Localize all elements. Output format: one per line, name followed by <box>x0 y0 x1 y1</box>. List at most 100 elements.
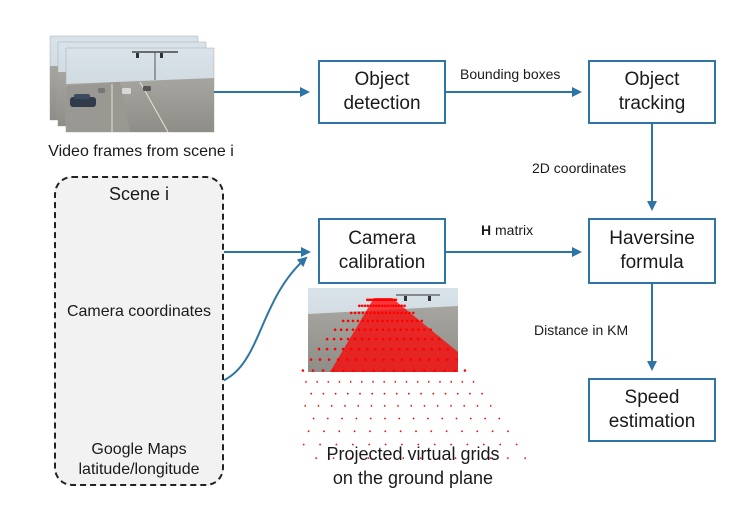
grid-point <box>361 311 365 315</box>
grid-point <box>408 392 410 395</box>
grid-point <box>366 304 370 308</box>
grid-point <box>417 328 420 332</box>
grid-point <box>484 417 486 420</box>
grid-point <box>392 298 396 302</box>
grid-point <box>416 337 420 341</box>
grid-point <box>315 457 318 459</box>
grid-point <box>375 328 379 332</box>
grid-point <box>461 381 464 383</box>
grid-point <box>346 337 350 341</box>
grid-point <box>382 347 385 351</box>
camera-calibration-box: Camera calibration <box>318 218 446 284</box>
grid-point <box>455 358 458 361</box>
grid-point <box>363 328 367 332</box>
grid-point <box>371 298 375 302</box>
grid-point <box>357 328 361 332</box>
grid-point <box>427 381 430 383</box>
grid-point <box>376 298 380 302</box>
grid-point <box>360 381 363 383</box>
grid-point <box>437 457 439 459</box>
grid-point <box>338 381 341 383</box>
grid-point <box>400 311 403 315</box>
grid-point <box>339 337 343 341</box>
grid-point <box>344 405 346 407</box>
grid-point <box>445 430 448 433</box>
grid-point <box>372 381 374 383</box>
grid-point <box>356 319 360 323</box>
grid-point <box>323 430 325 433</box>
grid-point <box>351 443 354 446</box>
grid-point <box>489 457 492 459</box>
grid-point <box>321 369 325 372</box>
grid-point <box>415 430 417 433</box>
grid-point <box>414 347 417 351</box>
grid-point <box>524 457 527 459</box>
grid-point <box>360 337 364 341</box>
grid-point <box>395 392 398 395</box>
grid-point <box>357 405 360 407</box>
grid-point <box>420 392 422 395</box>
grid-point <box>369 328 373 332</box>
grid-point <box>398 417 401 420</box>
grid-point <box>367 298 371 302</box>
grid-point <box>389 304 392 308</box>
grid-point <box>400 358 404 361</box>
grid-point <box>396 319 399 323</box>
grid-point <box>364 358 367 361</box>
grid-point <box>373 311 376 315</box>
grid-point <box>351 319 355 323</box>
grid-point <box>371 392 374 395</box>
grid-point <box>472 457 474 459</box>
grid-point <box>381 328 385 332</box>
grid-point <box>427 358 431 361</box>
grid-point <box>499 443 502 446</box>
grid-dense-region <box>330 298 458 372</box>
grid-point <box>506 457 509 459</box>
grid-point <box>403 304 406 308</box>
arrow-map-to-calibration <box>213 256 308 385</box>
grid-point <box>433 369 436 372</box>
grid-point <box>322 392 325 395</box>
grid-point <box>311 369 315 372</box>
object-detection-box: Object detection <box>318 60 446 124</box>
grid-point <box>365 311 369 315</box>
grid-point <box>339 328 343 332</box>
grid-point <box>445 358 449 361</box>
grid-point <box>380 298 384 302</box>
grid-point <box>374 337 378 341</box>
grid-point <box>375 298 378 302</box>
grid-point <box>349 381 352 383</box>
grid-point <box>372 369 376 372</box>
grid-point <box>369 311 372 315</box>
grid-point <box>423 337 427 341</box>
grid-point <box>430 430 433 433</box>
grid-point <box>341 417 343 420</box>
grid-point <box>332 457 335 459</box>
grid-point <box>351 328 355 332</box>
grid-point <box>358 304 361 308</box>
projected-grid-points <box>301 298 527 459</box>
scene-group <box>54 176 224 486</box>
grid-point <box>392 369 396 372</box>
grid-point <box>482 443 485 446</box>
grid-point <box>397 304 401 308</box>
grid-point <box>409 337 413 341</box>
projected-grid-image <box>301 288 527 459</box>
grid-point <box>373 298 376 302</box>
grid-point <box>405 328 408 332</box>
grid-point <box>382 369 386 372</box>
grid-point <box>456 392 459 395</box>
google-maps-caption: Google Maps latitude/longitude <box>78 441 200 478</box>
grid-point <box>319 443 321 446</box>
grid-point <box>469 417 472 420</box>
grid-point <box>382 298 385 302</box>
grid-point <box>443 369 446 372</box>
grid-point <box>336 358 340 361</box>
grid-point <box>437 337 441 341</box>
grid-point <box>441 417 444 420</box>
grid-point <box>369 430 371 433</box>
grid-point <box>317 347 321 351</box>
grid-point <box>463 405 466 407</box>
grid-point <box>391 298 394 302</box>
grid-point <box>370 405 373 407</box>
